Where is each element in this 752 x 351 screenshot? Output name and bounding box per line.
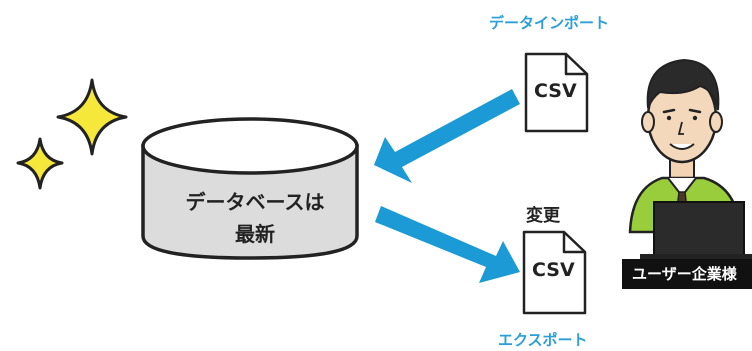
import-label: データインポート <box>489 14 610 32</box>
csv-file-icon-bottom <box>522 230 587 315</box>
csv-label-bottom: CSV <box>532 259 575 281</box>
database-caption: データベースは 最新 <box>150 186 360 250</box>
export-label: エクスポート <box>498 331 588 349</box>
export-arrow <box>375 206 520 283</box>
change-label: 変更 <box>526 206 560 226</box>
sparkle-icon-small <box>16 137 64 190</box>
database-caption-line1: データベースは <box>185 190 325 214</box>
laptop-icon <box>640 201 752 259</box>
csv-label-top: CSV <box>534 80 577 102</box>
user-company-badge: ユーザー企業様 <box>622 259 752 289</box>
sparkle-icon-large <box>56 78 128 156</box>
import-arrow <box>374 89 520 183</box>
database-icon <box>141 117 359 260</box>
database-caption-line2: 最新 <box>235 222 275 246</box>
csv-file-icon-top <box>524 52 589 133</box>
